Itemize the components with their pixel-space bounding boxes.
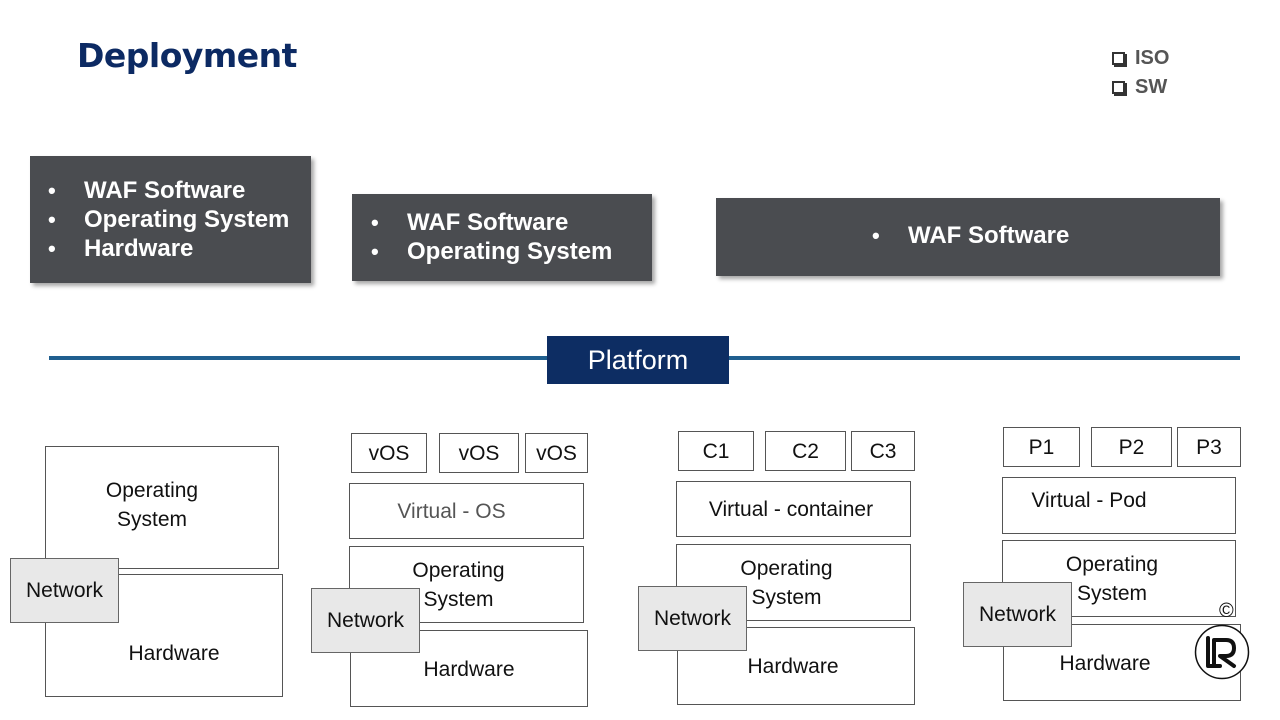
bullet-item: Hardware: [48, 234, 311, 263]
virtual-os-box: Virtual - OS: [349, 483, 584, 539]
platform-label: Platform: [547, 336, 729, 384]
virtual-pod-box: Virtual - Pod: [1002, 477, 1236, 534]
network-label: Network: [25, 579, 104, 602]
page-title: Deployment: [77, 36, 297, 75]
hardware-label: Hardware: [423, 658, 515, 681]
container-box: C1: [678, 431, 754, 471]
vos-box: vOS: [351, 433, 427, 473]
hardware-label: Hardware: [747, 654, 839, 678]
lr-logo-icon: [1194, 624, 1250, 680]
network-label: Network: [326, 609, 405, 632]
legend-label: ISO: [1135, 47, 1170, 69]
hardware-box: Hardware: [677, 627, 915, 705]
pod-label: P3: [1196, 435, 1222, 459]
bullet-item: WAF Software: [48, 176, 311, 205]
network-box: Network: [10, 558, 119, 623]
bullet-item: WAF Software: [371, 208, 652, 237]
os-box: Operating System: [676, 544, 911, 621]
hardware-label: Hardware: [1059, 652, 1151, 675]
virtual-container-box: Virtual - container: [676, 481, 911, 537]
legend-item-iso: ISO: [1112, 44, 1169, 73]
container-box: C3: [851, 431, 915, 471]
vos-box: vOS: [525, 433, 588, 473]
vos-box: vOS: [439, 433, 519, 473]
bullet-item: Operating System: [371, 237, 652, 266]
os-label: Operating System: [1065, 552, 1159, 605]
virtual-pod-label: Virtual - Pod: [1031, 489, 1147, 512]
deployment-box-software: WAF Software: [716, 198, 1220, 276]
virtual-os-label: Virtual - OS: [397, 499, 506, 523]
network-label: Network: [653, 607, 732, 630]
checkbox-icon: [1112, 52, 1125, 65]
container-label: C1: [702, 439, 730, 463]
legend: ISO SW: [1112, 44, 1169, 102]
os-label: Operating System: [412, 558, 505, 611]
container-box: C2: [765, 431, 846, 471]
container-label: C3: [869, 439, 897, 463]
network-box: Network: [963, 582, 1072, 647]
pod-label: P2: [1118, 435, 1145, 459]
pod-box: P3: [1177, 427, 1241, 467]
network-label: Network: [978, 603, 1057, 626]
network-box: Network: [311, 588, 420, 653]
os-label: Operating System: [105, 478, 199, 531]
pod-box: P2: [1091, 427, 1172, 467]
deployment-box-software-os: WAF Software Operating System: [352, 194, 652, 281]
network-box: Network: [638, 586, 747, 651]
hardware-box: Hardware: [350, 630, 588, 707]
os-box: Operating System: [349, 546, 584, 623]
os-label: Operating System: [740, 556, 833, 609]
pod-label: P1: [1028, 435, 1055, 459]
vos-label: vOS: [368, 441, 410, 465]
copyright-symbol: ©: [1219, 600, 1234, 622]
container-label: C2: [792, 439, 819, 463]
hardware-label: Hardware: [128, 642, 220, 665]
deployment-box-full-stack: WAF Software Operating System Hardware: [30, 156, 311, 283]
vos-label: vOS: [536, 441, 577, 465]
pod-box: P1: [1003, 427, 1080, 467]
bullet-item: WAF Software: [872, 221, 1220, 250]
virtual-container-label: Virtual - container: [708, 497, 874, 521]
legend-item-sw: SW: [1112, 73, 1169, 102]
bullet-item: Operating System: [48, 205, 311, 234]
checkbox-icon: [1112, 81, 1125, 94]
legend-label: SW: [1135, 76, 1168, 98]
os-box: Operating System: [45, 446, 279, 569]
vos-label: vOS: [458, 441, 500, 465]
